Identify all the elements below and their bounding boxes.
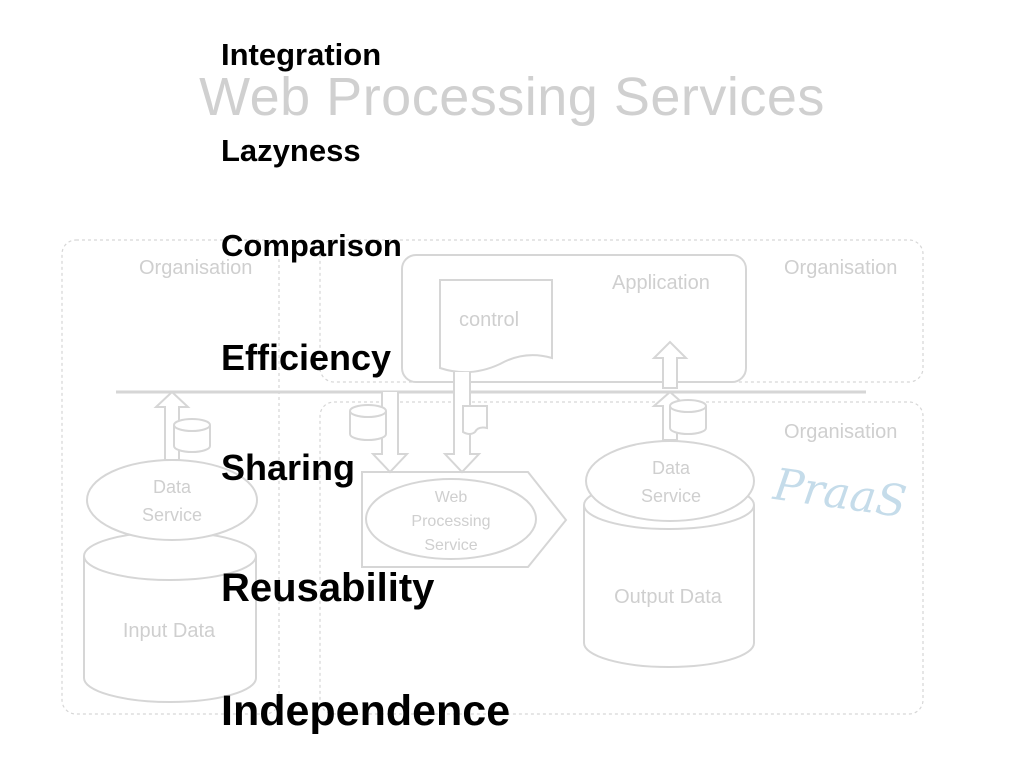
application-arrow bbox=[651, 340, 689, 389]
application-label: Application bbox=[612, 272, 710, 294]
output-small-db-icon bbox=[669, 399, 707, 413]
wps-input-arrow bbox=[370, 392, 410, 474]
output-data-cylinder bbox=[583, 505, 755, 668]
wps-small-doc-icon bbox=[462, 405, 488, 435]
keyword-lazyness: Lazyness bbox=[221, 133, 361, 168]
input-service-label-line2: Service bbox=[142, 505, 202, 525]
keyword-reusability: Reusability bbox=[221, 566, 435, 610]
slide-title: Web Processing Services bbox=[199, 67, 825, 127]
organisation-top-right-label: Organisation bbox=[784, 257, 897, 279]
organisation-left-label: Organisation bbox=[139, 257, 252, 279]
organisation-left-box bbox=[61, 239, 280, 715]
wps-ellipse bbox=[365, 478, 537, 560]
praas-logo-text: PraaS bbox=[770, 459, 910, 528]
keyword-comparison: Comparison bbox=[221, 228, 402, 263]
keyword-efficiency: Efficiency bbox=[221, 337, 392, 378]
organisation-bottom-right-box bbox=[319, 401, 924, 715]
control-label: control bbox=[459, 309, 519, 331]
organisation-bottom-right-label: Organisation bbox=[784, 421, 897, 443]
input-small-db-icon bbox=[173, 418, 211, 432]
output-data-service-ellipse bbox=[585, 440, 755, 522]
control-document bbox=[439, 279, 553, 374]
wps-small-db-icon bbox=[349, 404, 387, 418]
input-data-cylinder bbox=[83, 556, 257, 703]
input-service-label-line1: Data bbox=[153, 477, 192, 497]
input-data-label: Input Data bbox=[123, 620, 216, 642]
keyword-independence: Independence bbox=[221, 687, 511, 735]
output-data-label: Output Data bbox=[614, 586, 723, 608]
output-service-label-line2: Service bbox=[641, 486, 701, 506]
keyword-sharing: Sharing bbox=[221, 447, 356, 488]
output-service-label-line1: Data bbox=[652, 458, 691, 478]
wps-label-line2: Processing bbox=[411, 513, 490, 530]
keyword-integration: Integration bbox=[221, 37, 382, 72]
wps-label-line3: Service bbox=[424, 537, 477, 554]
wps-label-line1: Web bbox=[435, 489, 468, 506]
